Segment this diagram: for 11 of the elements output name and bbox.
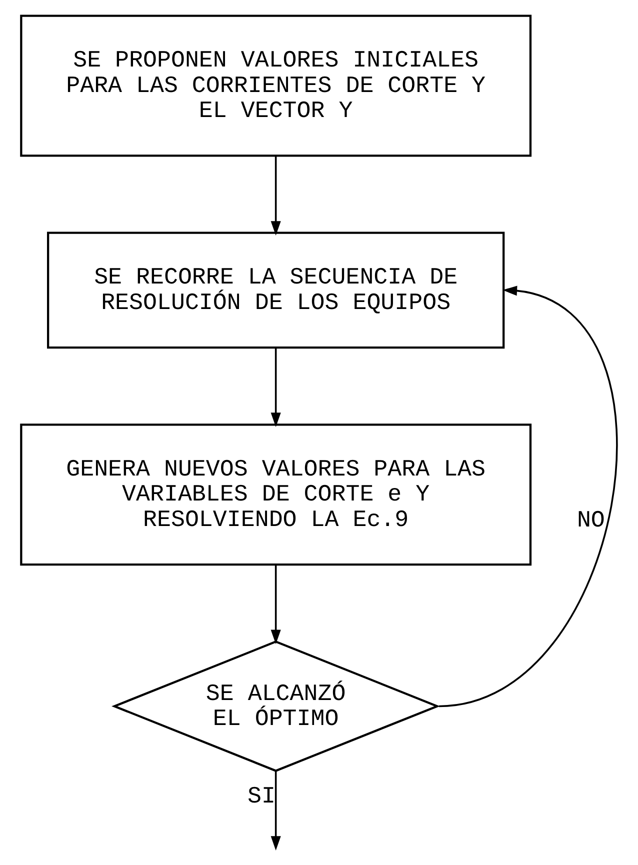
arrow: [438, 286, 618, 708]
arrow: [270, 156, 280, 236]
arrow: [270, 771, 280, 851]
node-box: GENERA NUEVOS VALORES PARA LAS VARIABLES DE CORTE e Y RESOLVIENDO LA Ec.9: [20, 424, 532, 566]
arrow: [270, 565, 280, 644]
node-box: SE RECORRE LA SECUENCIA DE RESOLUCIÓN DE LOS EQUIPOS: [46, 232, 504, 349]
edge-label: SI: [246, 784, 275, 810]
edge-label: NO: [576, 508, 604, 534]
node-diamond: SE ALCANZÓ EL ÓPTIMO: [111, 640, 440, 772]
node-box: SE PROPONEN VALORES INICIALES PARA LAS CORRIENTES DE CORTE Y EL VECTOR Y: [20, 14, 532, 157]
arrow: [270, 348, 280, 428]
